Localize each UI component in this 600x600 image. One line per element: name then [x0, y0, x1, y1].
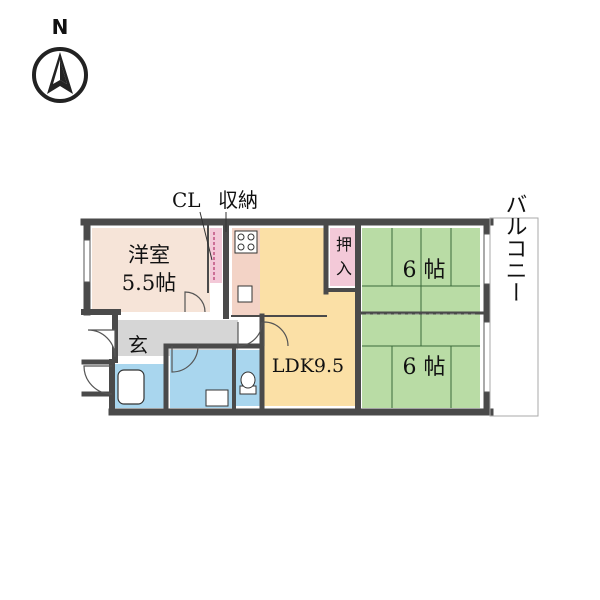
western-room-name: 洋室	[128, 243, 170, 267]
toilet-door	[237, 321, 263, 347]
western-room-size: 5.5帖	[122, 271, 176, 295]
doors	[83, 291, 289, 395]
oshiire-fill	[330, 228, 358, 286]
balcony-label: バルコニー	[502, 193, 527, 303]
compass-north-label: N	[52, 15, 69, 39]
bath-door	[83, 365, 113, 395]
toilet-icon	[239, 371, 257, 395]
western-door	[184, 291, 206, 313]
sink-icon	[237, 285, 253, 303]
oshiire-label-1: 押	[336, 235, 352, 254]
western-room-fill	[92, 228, 210, 312]
balcony-fill	[490, 222, 538, 416]
cl-leader	[199, 211, 213, 261]
entrance-label: 玄	[128, 333, 148, 357]
washbasin-icon	[205, 389, 229, 407]
north-arrow-icon	[32, 47, 88, 103]
ldk-door	[263, 321, 289, 347]
balcony	[489, 217, 539, 417]
compass: N	[32, 15, 88, 103]
fixtures	[117, 230, 258, 407]
oshiire-label-2: 入	[336, 259, 352, 278]
entry-door	[87, 329, 116, 358]
stove-icon	[234, 230, 258, 254]
tatami-lines	[362, 228, 480, 408]
ldk-lower-fill	[262, 290, 356, 406]
tatami-room-a-label: 6 帖	[403, 258, 446, 283]
washroom-door	[171, 345, 199, 373]
bathtub-icon	[117, 369, 145, 405]
tatami-room-b-label: 6 帖	[403, 355, 446, 380]
storage-label: 収納	[218, 188, 258, 212]
cl-label: CL	[172, 188, 201, 212]
ldk-label: LDK9.5	[272, 355, 344, 377]
closet-fill	[210, 228, 222, 283]
